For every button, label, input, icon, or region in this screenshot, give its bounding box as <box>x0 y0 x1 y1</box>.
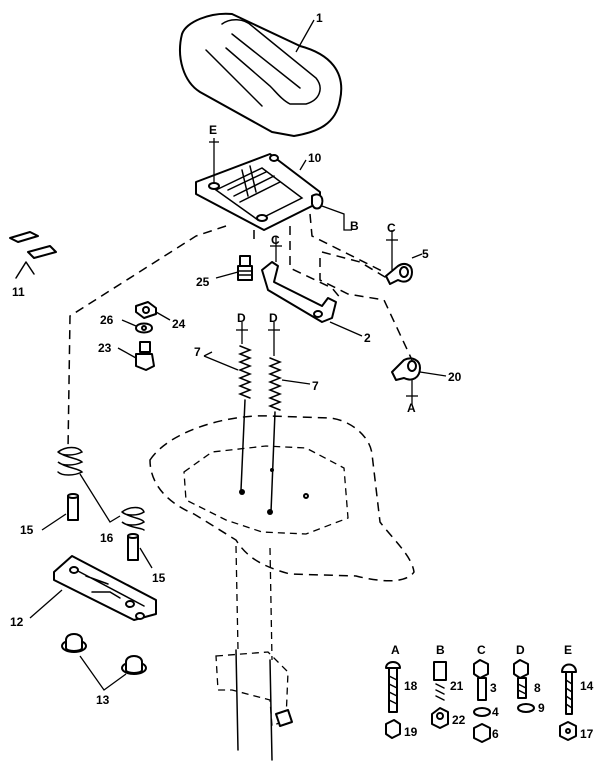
washer-part-4 <box>473 707 491 717</box>
carriage-bolt-part-14 <box>561 663 577 715</box>
mounting-plate-part-10 <box>195 153 324 231</box>
label-part-7-right: 7 <box>312 379 319 393</box>
base-plate-part-12 <box>53 555 157 621</box>
label-part-3: 3 <box>490 681 497 695</box>
pin-part-15-left <box>67 493 79 521</box>
spring-part-7-left <box>237 345 253 491</box>
label-part-15-right: 15 <box>152 571 166 585</box>
label-part-24: 24 <box>172 317 186 331</box>
washer-part-26 <box>135 322 153 334</box>
tabs-part-11 <box>9 231 57 279</box>
label-part-16: 16 <box>100 531 114 545</box>
label-part-13: 13 <box>96 693 110 707</box>
ref-A-clamp: A <box>407 401 416 415</box>
label-part-20: 20 <box>448 370 462 384</box>
label-part-21: 21 <box>450 679 464 693</box>
label-part-10: 10 <box>308 151 322 165</box>
pin-part-15-right <box>127 533 139 561</box>
nut-part-17 <box>559 721 577 741</box>
bolt-part-3 <box>473 659 489 701</box>
nut-part-24 <box>135 301 157 319</box>
washer-part-9 <box>517 703 535 713</box>
spring-part-16-top <box>57 446 84 476</box>
ref-E-top: E <box>209 123 217 137</box>
label-part-25: 25 <box>196 275 210 289</box>
bolt-part-8 <box>513 659 529 699</box>
bracket-part-2 <box>261 261 337 323</box>
spring-part-7-right <box>267 357 283 513</box>
legend-header-A: A <box>391 643 400 657</box>
seat-cushion-part-1 <box>179 12 343 137</box>
bolt-part-21 <box>433 661 447 701</box>
label-part-18: 18 <box>404 679 418 693</box>
label-part-1: 1 <box>316 11 323 25</box>
grommet-part-13-right <box>121 655 147 675</box>
label-part-19: 19 <box>404 725 418 739</box>
label-part-26: 26 <box>100 313 114 327</box>
legend-header-E: E <box>564 643 572 657</box>
nut-part-22 <box>431 707 449 729</box>
ref-D-left: D <box>237 311 246 325</box>
label-part-12: 12 <box>10 615 24 629</box>
label-part-14: 14 <box>580 679 594 693</box>
label-part-6: 6 <box>492 727 499 741</box>
nut-part-19 <box>385 719 401 739</box>
ref-C-clamp: C <box>387 221 396 235</box>
ref-B: B <box>350 219 359 233</box>
stud-part-23 <box>135 341 155 371</box>
mower-deck-outline <box>149 415 415 761</box>
ref-C-bracket: C <box>271 233 280 247</box>
bolt-part-25 <box>237 255 253 281</box>
label-part-17: 17 <box>580 727 594 741</box>
label-part-9: 9 <box>538 701 545 715</box>
dashed-routing-lines <box>67 213 413 451</box>
label-part-22: 22 <box>452 713 466 727</box>
clamp-part-5 <box>385 263 413 285</box>
label-part-2: 2 <box>364 331 371 345</box>
clamp-part-20 <box>391 357 421 381</box>
grommet-part-13-left <box>61 633 87 653</box>
label-part-4: 4 <box>492 705 499 719</box>
label-part-23: 23 <box>98 341 112 355</box>
label-part-11: 11 <box>12 285 25 299</box>
bolt-part-18 <box>385 661 401 713</box>
label-part-7-left: 7 <box>194 345 201 359</box>
fastener-legend: A 18 19 B 21 22 C 3 <box>385 643 594 743</box>
label-part-5: 5 <box>422 247 429 261</box>
label-part-15-left: 15 <box>20 523 34 537</box>
legend-header-D: D <box>516 643 525 657</box>
spring-part-16-bottom <box>121 506 145 531</box>
nut-part-6 <box>473 723 491 743</box>
legend-header-B: B <box>436 643 445 657</box>
legend-header-C: C <box>477 643 486 657</box>
ref-D-right: D <box>269 311 278 325</box>
label-part-8: 8 <box>534 681 541 695</box>
